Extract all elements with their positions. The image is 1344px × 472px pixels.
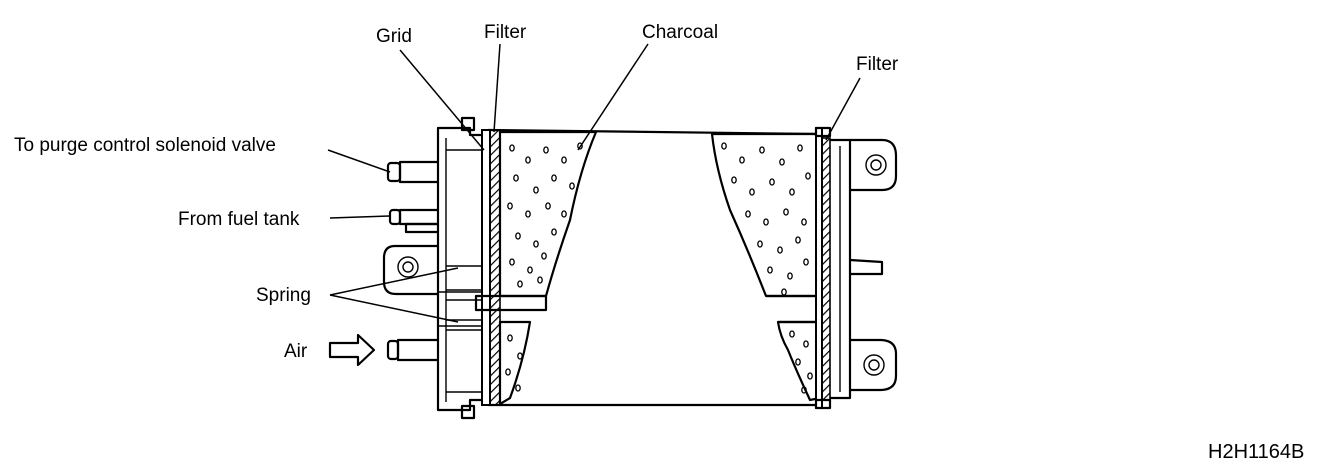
charcoal-granule xyxy=(767,266,773,274)
charcoal-granule xyxy=(783,208,789,216)
charcoal-granule xyxy=(561,210,567,218)
charcoal-granule xyxy=(721,142,727,150)
charcoal-granule xyxy=(795,236,801,244)
charcoal-granule xyxy=(805,172,811,180)
purge-port xyxy=(386,160,438,184)
label-purge: To purge control solenoid valve xyxy=(14,135,276,156)
charcoal-granule xyxy=(789,330,795,338)
charcoal-granule xyxy=(801,218,807,226)
charcoal-granule xyxy=(779,158,785,166)
charcoal-granule xyxy=(801,386,807,394)
charcoal-granule xyxy=(781,288,787,296)
charcoal-granule xyxy=(509,258,515,266)
grid-leader xyxy=(399,49,485,151)
filter-right-leader xyxy=(825,77,861,141)
label-filter-left: Filter xyxy=(484,22,527,43)
spring-leader-upper xyxy=(329,267,459,296)
charcoal-granule xyxy=(739,156,745,164)
charcoal-granule xyxy=(745,210,751,218)
charcoal-granule xyxy=(533,186,539,194)
charcoal-granule xyxy=(517,280,523,288)
label-fuel-tank: From fuel tank xyxy=(178,209,300,230)
charcoal-granule xyxy=(807,372,813,380)
charcoal-granule xyxy=(507,334,513,342)
charcoal-granule xyxy=(517,352,523,360)
charcoal-granule xyxy=(797,144,803,152)
charcoal-granule xyxy=(569,182,575,190)
charcoal-granule xyxy=(525,210,531,218)
purge-leader xyxy=(327,149,391,173)
charcoal-granule xyxy=(759,146,765,154)
air-port xyxy=(386,338,438,362)
leader-lines xyxy=(327,43,861,323)
charcoal-granule xyxy=(507,202,513,210)
charcoal-granule xyxy=(509,144,515,152)
charcoal-granule xyxy=(525,156,531,164)
fuel-tank-port xyxy=(388,208,438,234)
charcoal-granule xyxy=(561,156,567,164)
charcoal-granule xyxy=(795,358,801,366)
charcoal-leader xyxy=(577,43,649,151)
charcoal-granule xyxy=(551,174,557,182)
charcoal-granule xyxy=(533,240,539,248)
charcoal-granule xyxy=(515,232,521,240)
charcoal-granule xyxy=(513,174,519,182)
charcoal-granule xyxy=(577,142,583,150)
fuel-tank-leader xyxy=(329,215,391,219)
label-filter-right: Filter xyxy=(856,54,899,75)
charcoal-granule xyxy=(749,188,755,196)
air-arrow-icon xyxy=(328,333,376,367)
label-grid: Grid xyxy=(376,26,412,47)
charcoal-granule xyxy=(505,368,511,376)
canister-body xyxy=(382,116,898,420)
charcoal-granule xyxy=(777,246,783,254)
figure-code: H2H1164B xyxy=(1208,441,1304,463)
label-spring: Spring xyxy=(256,285,311,306)
charcoal-granule xyxy=(789,188,795,196)
charcoal-granule xyxy=(803,340,809,348)
spring-leader-lower xyxy=(329,294,459,323)
filter-left-leader xyxy=(493,43,501,133)
charcoal-granule xyxy=(545,202,551,210)
charcoal-granules xyxy=(505,142,813,394)
charcoal-granule xyxy=(527,266,533,274)
charcoal-granule xyxy=(543,146,549,154)
charcoal-granule xyxy=(731,176,737,184)
label-charcoal: Charcoal xyxy=(642,22,718,43)
charcoal-granule xyxy=(763,218,769,226)
charcoal-granule xyxy=(757,240,763,248)
charcoal-granule xyxy=(551,228,557,236)
charcoal-granule xyxy=(537,276,543,284)
charcoal-granule xyxy=(787,272,793,280)
charcoal-granule xyxy=(803,258,809,266)
charcoal-granule xyxy=(541,252,547,260)
label-air: Air xyxy=(284,341,308,362)
charcoal-granule xyxy=(515,384,521,392)
charcoal-granule xyxy=(769,178,775,186)
